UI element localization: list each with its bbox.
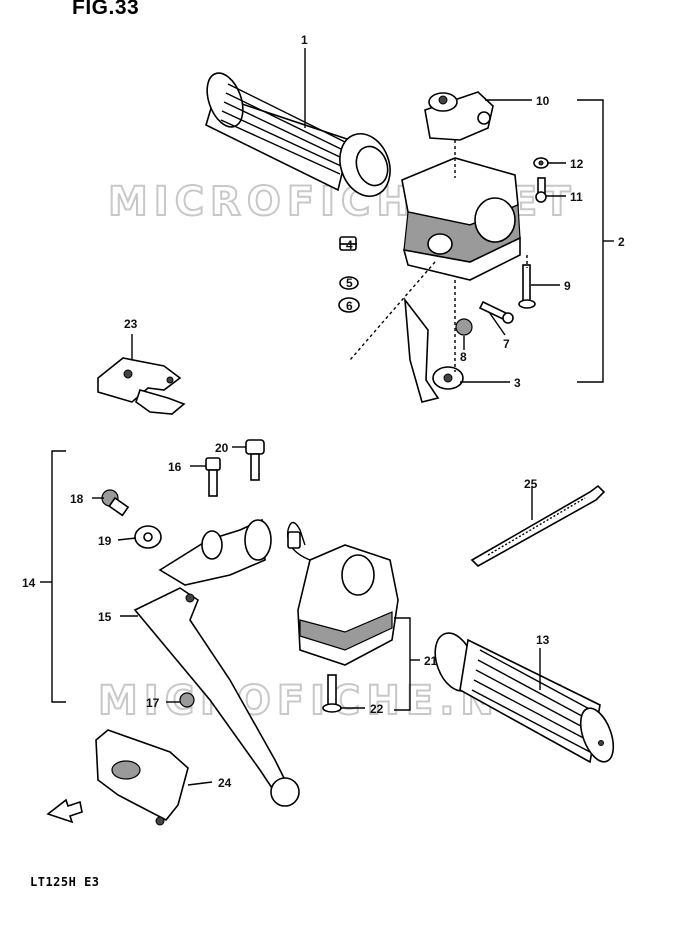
washer-part-12 — [533, 157, 549, 169]
callout-15: 15 — [98, 610, 112, 624]
callout-21: 21 — [424, 654, 438, 668]
callout-1: 1 — [301, 33, 308, 47]
callout-13: 13 — [536, 633, 550, 647]
cable-tie-part-25 — [470, 484, 606, 567]
model-code: LT125H E3 — [30, 875, 100, 889]
callout-8: 8 — [460, 350, 467, 364]
nut-part-8 — [455, 318, 473, 336]
bolt-part-16 — [205, 457, 221, 497]
left-grip-part-1 — [205, 72, 391, 197]
nut-part-17 — [179, 692, 195, 708]
figure-title: FIG.33 — [72, 0, 140, 19]
callout-12: 12 — [570, 157, 584, 171]
leader-lines — [40, 48, 614, 786]
callout-6: 6 — [346, 299, 353, 313]
left-switch-box-part-21 — [286, 521, 399, 666]
clip-part-3 — [403, 297, 464, 403]
bracket-part-23 — [97, 357, 186, 415]
cover-part-24 — [95, 729, 189, 826]
callout-18: 18 — [70, 492, 84, 506]
lever-part-15 — [133, 587, 300, 807]
callout-3: 3 — [514, 376, 521, 390]
callout-19: 19 — [98, 534, 112, 548]
callout-9: 9 — [564, 279, 571, 293]
callout-23: 23 — [124, 317, 138, 331]
callout-2: 2 — [618, 235, 625, 249]
bolt-part-20 — [245, 439, 265, 481]
callout-17: 17 — [146, 696, 160, 710]
callout-7: 7 — [503, 337, 510, 351]
right-switch-assembly-part-2 — [401, 157, 521, 281]
screw-part-11 — [535, 177, 547, 203]
screw-part-9 — [518, 264, 536, 309]
callout-24: 24 — [218, 776, 232, 790]
callout-14: 14 — [22, 576, 36, 590]
screw-part-18 — [101, 489, 130, 517]
callout-4: 4 — [346, 238, 353, 252]
lever-bracket-part-14 — [158, 518, 272, 586]
right-grip-part-13 — [434, 632, 615, 764]
washer-part-19 — [134, 525, 162, 549]
screw-part-7 — [478, 300, 514, 324]
callout-16: 16 — [168, 460, 182, 474]
washer-part-6 — [338, 297, 360, 313]
front-direction-arrow-icon — [46, 798, 83, 824]
callout-20: 20 — [215, 441, 229, 455]
callout-5: 5 — [346, 276, 353, 290]
washer-part-5 — [339, 276, 359, 290]
callout-25: 25 — [524, 477, 538, 491]
callout-22: 22 — [370, 702, 384, 716]
callout-11: 11 — [570, 190, 583, 204]
throttle-housing-part-10 — [424, 91, 494, 141]
callout-10: 10 — [536, 94, 550, 108]
